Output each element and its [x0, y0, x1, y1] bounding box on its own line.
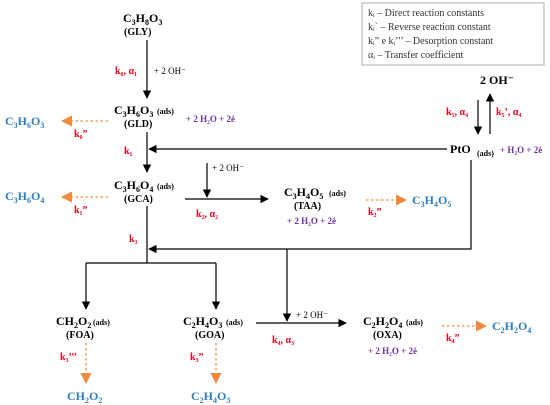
taa-state: (ads) — [329, 189, 346, 198]
oxa-state: (ads) — [406, 318, 423, 327]
rate-k5-a4: k₅, α₄ — [446, 107, 468, 118]
oxa-formula: C2H2O4 — [363, 314, 402, 330]
goa-abbr: (GOA) — [195, 330, 224, 341]
taa-side-products: + 2 H₂O + 2ė — [287, 216, 336, 226]
goa-state: (ads) — [226, 318, 243, 327]
rate-k3: k₃ — [129, 234, 138, 245]
rate-k1-desorb: k₁” — [74, 205, 88, 216]
goa-formula: C2H4O3 — [183, 314, 222, 330]
reagent-oh-gca: + 2 OH⁻ — [212, 163, 244, 173]
gld-state: (ads) — [157, 107, 174, 116]
arrow-pto-feed-k3 — [148, 160, 472, 254]
gld-abbr: (GLD) — [124, 119, 152, 130]
oxa-abbr: (OXA) — [373, 330, 402, 341]
pto-oh: 2 OH⁻ — [480, 73, 514, 87]
foa-abbr: (FOA) — [66, 330, 94, 341]
oxa-side-products: + 2 H₂O + 2ė — [368, 346, 417, 356]
rate-k0-desorb: k₀” — [74, 129, 88, 140]
gca-formula: C3H6O4 — [114, 178, 153, 194]
gca-abbr: (GCA) — [124, 194, 153, 205]
gly-abbr: (GLY) — [124, 27, 151, 38]
rate-k2-desorb: k₂” — [368, 207, 382, 218]
gly-formula: C3H8O3 — [123, 11, 162, 27]
product-taa: C3H4O5 — [412, 193, 451, 209]
rate-k2-a2: k₂, α₂ — [196, 209, 218, 220]
rate-k0-a1: k₀, α₁ — [115, 66, 137, 77]
rate-k3-desorb: k₃” — [190, 352, 204, 363]
rate-k4-a3: k₄, α₃ — [272, 335, 294, 346]
legend-box — [361, 2, 545, 66]
legend-direct: kᵢ – Direct reaction constants — [368, 8, 484, 19]
reagent-oh-gly: + 2 OH⁻ — [154, 66, 186, 76]
rate-k4-desorb: k₄” — [446, 333, 460, 344]
pto-state: (ads) — [477, 149, 494, 158]
foa-formula: CH2O2 — [56, 314, 91, 330]
legend-desorption: kᵢ” e kᵢ’’’ – Desorption constant — [368, 36, 493, 47]
product-gld: C3H6O3 — [5, 114, 44, 130]
pto-formula: PtO — [450, 142, 471, 156]
legend: kᵢ – Direct reaction constants kᵢ` – Rev… — [361, 2, 545, 66]
gld-side-products: + 2 H₂O + 2ė — [186, 114, 235, 124]
gld-formula: C3H6O3 — [114, 103, 153, 119]
product-oxa: C2H2O4 — [492, 319, 531, 335]
taa-abbr: (TAA) — [294, 201, 321, 212]
legend-transfer: αᵢ – Transfer coefficient — [368, 50, 464, 61]
gca-state: (ads) — [157, 182, 174, 191]
reagent-oh-goa: + 2 OH⁻ — [296, 310, 328, 320]
rate-k1: k₁ — [124, 146, 133, 157]
foa-state: (ads) — [93, 318, 110, 327]
product-goa: C2H4O3 — [191, 389, 230, 405]
legend-reverse: kᵢ` – Reverse reaction constant — [368, 22, 491, 33]
product-gca: C3H6O4 — [5, 189, 44, 205]
rate-k5-reverse: k₅’, α₄ — [496, 107, 521, 118]
rate-k3-triple: k₃’’’ — [60, 352, 77, 363]
taa-formula: C3H4O5 — [284, 185, 323, 201]
pto-side-products: + H₂O + 2ė — [500, 145, 542, 155]
product-foa: CH2O2 — [67, 389, 102, 405]
